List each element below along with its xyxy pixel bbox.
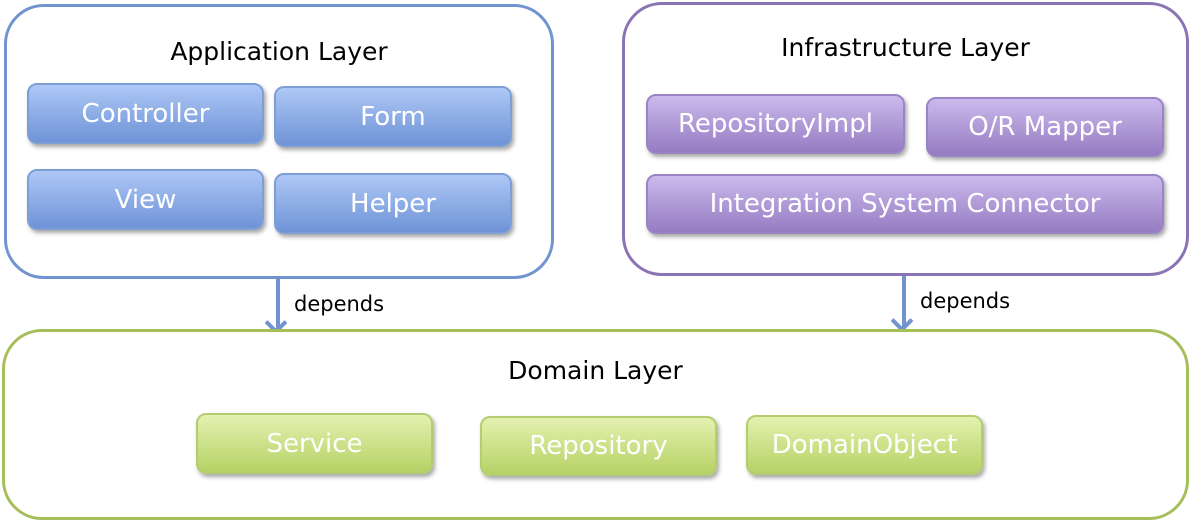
repositoryimpl-box: RepositoryImpl xyxy=(646,94,905,154)
repository-box: Repository xyxy=(480,416,717,476)
depends-arrow-infrastructure xyxy=(902,276,906,327)
depends-label-application: depends xyxy=(294,292,385,316)
integration-system-connector-box: Integration System Connector xyxy=(646,174,1164,234)
view-box: View xyxy=(27,169,264,230)
helper-box: Helper xyxy=(274,173,512,234)
depends-arrow-application xyxy=(276,279,280,329)
or-mapper-box: O/R Mapper xyxy=(926,97,1164,157)
infrastructure-layer-title: Infrastructure Layer xyxy=(781,33,1030,62)
domainobject-box: DomainObject xyxy=(746,415,983,475)
service-box: Service xyxy=(196,413,433,474)
depends-label-infrastructure: depends xyxy=(920,289,1011,313)
domain-layer-title: Domain Layer xyxy=(508,356,683,385)
application-layer-title: Application Layer xyxy=(170,37,388,66)
form-box: Form xyxy=(274,86,512,147)
controller-box: Controller xyxy=(27,83,264,144)
